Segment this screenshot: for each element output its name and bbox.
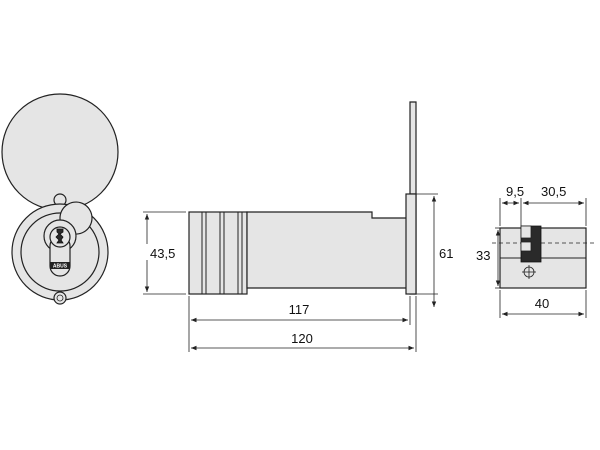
cylinder-part-b-label: 30,5 bbox=[541, 184, 566, 199]
barrel-body bbox=[246, 211, 411, 289]
brand-logo-badge bbox=[50, 262, 70, 269]
keyway-icon bbox=[55, 228, 64, 244]
barrel-side-view: 43,5 117 120 61 bbox=[143, 101, 453, 352]
plate-height-label: 61 bbox=[439, 246, 453, 261]
fixing-screw-hole bbox=[53, 291, 67, 305]
cylinder-height-label: 33 bbox=[476, 248, 490, 263]
escutcheon-rosette: ABUS bbox=[1, 93, 119, 305]
brand-logo: ABUS bbox=[53, 264, 68, 270]
rosette-cover-disc bbox=[1, 93, 119, 211]
barrel-length-label: 117 bbox=[289, 302, 310, 317]
cylinder-length-label: 40 bbox=[535, 296, 549, 311]
cylinder-side-view: 33 9,5 30,5 40 bbox=[476, 184, 594, 318]
overall-length-label: 120 bbox=[291, 331, 313, 346]
cylinder-part-a-label: 9,5 bbox=[506, 184, 524, 199]
mounting-plate-top bbox=[409, 101, 417, 195]
barrel-diameter-label: 43,5 bbox=[150, 246, 175, 261]
barrel-head bbox=[188, 211, 248, 295]
